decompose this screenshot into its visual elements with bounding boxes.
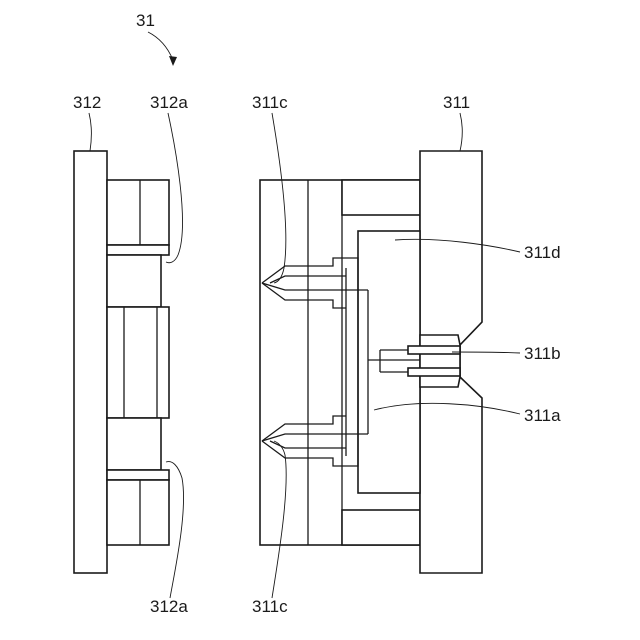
label-plate-right: 311 xyxy=(443,93,470,112)
label-cavity: 311d xyxy=(524,243,561,262)
mold-half-311 xyxy=(260,151,482,573)
label-gate: 311b xyxy=(524,344,561,363)
assembly-arrowhead xyxy=(169,56,177,66)
label-recess-top: 312a xyxy=(150,93,188,112)
assembly-arrow xyxy=(148,32,173,60)
label-runner: 311a xyxy=(524,406,561,425)
leader-plate-left xyxy=(89,113,91,151)
leader-plate-right xyxy=(460,113,462,151)
leader-gate xyxy=(452,352,520,353)
label-nozzle-top: 311c xyxy=(252,93,288,112)
label-assembly: 31 xyxy=(136,11,155,30)
label-recess-bottom: 312a xyxy=(150,597,188,616)
mold-half-312 xyxy=(74,151,169,573)
label-nozzle-bottom: 311c xyxy=(252,597,288,616)
cavity-311d xyxy=(358,231,420,493)
label-plate-left: 312 xyxy=(73,93,101,112)
gate-insert xyxy=(420,335,460,387)
